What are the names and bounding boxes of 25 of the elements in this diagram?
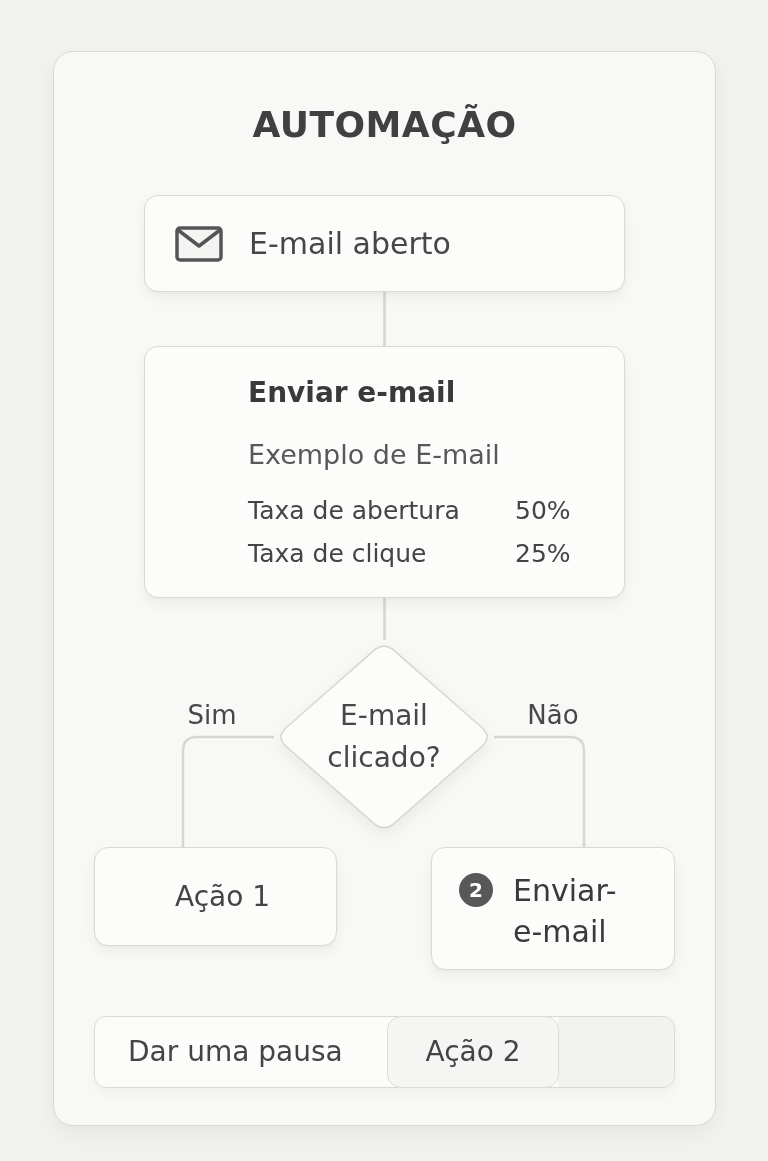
automation-card (53, 51, 716, 1126)
metric-value: 50% (515, 495, 571, 527)
action-title: Enviar e-mail (248, 375, 456, 411)
action-text: Ação 1 (174, 878, 271, 915)
card-title: AUTOMAÇÃO (252, 103, 517, 147)
segment-text: Dar uma pausa (128, 1034, 343, 1070)
connector-line (181, 735, 274, 847)
decision-text: E-mail clicado? (326, 698, 442, 776)
metric-label: Taxa de clique (248, 538, 427, 570)
connector-line (494, 735, 586, 847)
trigger-text: E-mail aberto (249, 224, 451, 263)
connector-line (383, 598, 386, 640)
segmented-bar (94, 1016, 675, 1088)
metric-value: 25% (515, 538, 571, 570)
action-box (94, 847, 337, 946)
segment-text: Ação 2 (425, 1033, 521, 1070)
step-number: 2 (459, 873, 493, 907)
metric-label: Taxa de abertura (248, 495, 460, 527)
action-box (144, 346, 625, 598)
selected-segment (387, 1015, 559, 1088)
connector-line (383, 292, 386, 346)
action-box (431, 847, 675, 970)
trigger-box (144, 195, 625, 292)
action-subtitle: Exemplo de E-mail (248, 438, 500, 472)
action-text: Enviar- e-mail (513, 872, 618, 951)
